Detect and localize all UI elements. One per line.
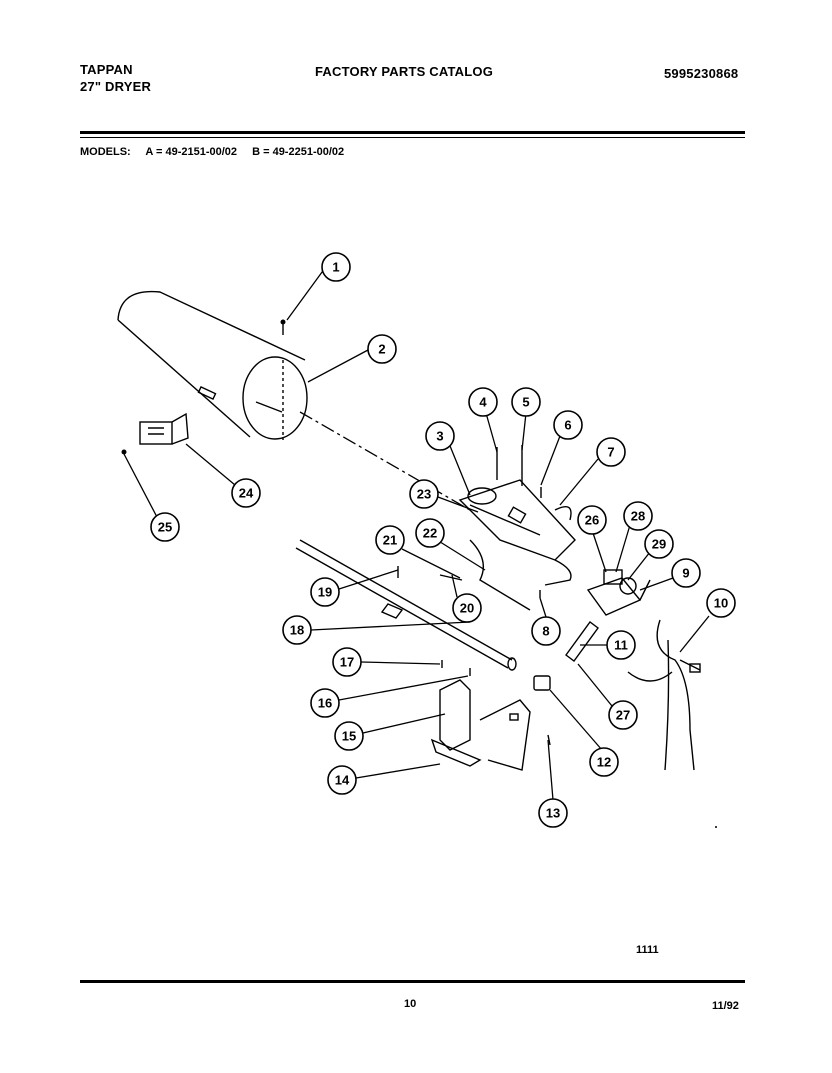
- callout-13: 13: [538, 798, 568, 828]
- svg-text:12: 12: [597, 755, 611, 770]
- publication-date: 11/92: [712, 1000, 739, 1012]
- svg-text:17: 17: [340, 655, 354, 670]
- svg-text:4: 4: [479, 395, 487, 410]
- callout-24: 24: [231, 478, 261, 508]
- callout-11: 11: [606, 630, 636, 660]
- bracket-part: [430, 679, 531, 771]
- svg-text:21: 21: [383, 533, 397, 548]
- callout-15: 15: [334, 721, 364, 751]
- svg-text:8: 8: [542, 624, 549, 639]
- svg-text:15: 15: [342, 729, 356, 744]
- svg-text:22: 22: [423, 526, 437, 541]
- svg-text:26: 26: [585, 513, 599, 528]
- callout-25: 25: [150, 512, 180, 542]
- drawing-code: 1111: [636, 944, 659, 956]
- svg-text:10: 10: [714, 596, 728, 611]
- callout-16: 16: [310, 688, 340, 718]
- callout-21: 21: [375, 525, 405, 555]
- svg-text:29: 29: [652, 537, 666, 552]
- svg-text:23: 23: [417, 487, 431, 502]
- catalog-title: FACTORY PARTS CATALOG: [315, 64, 494, 79]
- callout-6: 6: [553, 410, 583, 440]
- svg-text:24: 24: [239, 486, 254, 501]
- sensor-part: [139, 412, 189, 445]
- svg-text:1: 1: [332, 260, 339, 275]
- svg-text:18: 18: [290, 623, 304, 638]
- leader-lines: [123, 267, 710, 801]
- drum-part: [117, 290, 308, 440]
- callout-3: 3: [425, 421, 455, 451]
- gas-valve-part: [586, 569, 651, 616]
- callout-18: 18: [282, 615, 312, 645]
- svg-text:2: 2: [378, 342, 385, 357]
- wire-harness-part: [627, 619, 701, 771]
- screw-parts: [121, 319, 551, 746]
- callout-4: 4: [468, 387, 498, 417]
- svg-text:16: 16: [318, 696, 332, 711]
- callout-1: 1: [321, 252, 351, 282]
- svg-text:13: 13: [546, 806, 560, 821]
- svg-text:19: 19: [318, 585, 332, 600]
- callout-29: 29: [644, 529, 674, 559]
- models-label: MODELS:: [80, 146, 131, 158]
- callout-9: 9: [671, 558, 701, 588]
- manifold-tube-part: [295, 539, 517, 671]
- catalog-number: 5995230868: [664, 66, 739, 81]
- footer-rule: [80, 980, 745, 983]
- callout-27: 27: [608, 700, 638, 730]
- svg-text:20: 20: [460, 601, 474, 616]
- model-a: A = 49-2151-00/02: [145, 146, 238, 158]
- svg-text:6: 6: [564, 418, 571, 433]
- callout-12: 12: [589, 747, 619, 777]
- svg-text:3: 3: [436, 429, 443, 444]
- svg-text:25: 25: [158, 520, 172, 535]
- svg-text:9: 9: [682, 566, 689, 581]
- callout-5: 5: [511, 387, 541, 417]
- brand-name: TAPPAN: [80, 62, 133, 77]
- callout-28: 28: [623, 501, 653, 531]
- callout-22: 22: [415, 518, 445, 548]
- callout-14: 14: [327, 765, 357, 795]
- callout-2: 2: [367, 334, 397, 364]
- callout-10: 10: [706, 588, 736, 618]
- svg-text:27: 27: [616, 708, 630, 723]
- svg-text:11: 11: [614, 638, 628, 653]
- callout-8: 8: [531, 616, 561, 646]
- model-b: B = 49-2251-00/02: [252, 146, 345, 158]
- page-number: 10: [404, 998, 417, 1010]
- svg-text:7: 7: [607, 445, 614, 460]
- callout-20: 20: [452, 593, 482, 623]
- callout-23: 23: [409, 479, 439, 509]
- svg-text:14: 14: [335, 773, 350, 788]
- header-rule-thin: [80, 137, 745, 138]
- callout-26: 26: [577, 505, 607, 535]
- svg-text:5: 5: [522, 395, 529, 410]
- header-rule-thick: [80, 131, 745, 134]
- svg-text:28: 28: [631, 509, 645, 524]
- product-name: 27" DRYER: [80, 79, 152, 94]
- models-line: MODELS: A = 49-2151-00/02 B = 49-2251-00…: [80, 146, 356, 158]
- callout-7: 7: [596, 437, 626, 467]
- callout-17: 17: [332, 647, 362, 677]
- callout-19: 19: [310, 577, 340, 607]
- burner-assembly: [458, 479, 576, 586]
